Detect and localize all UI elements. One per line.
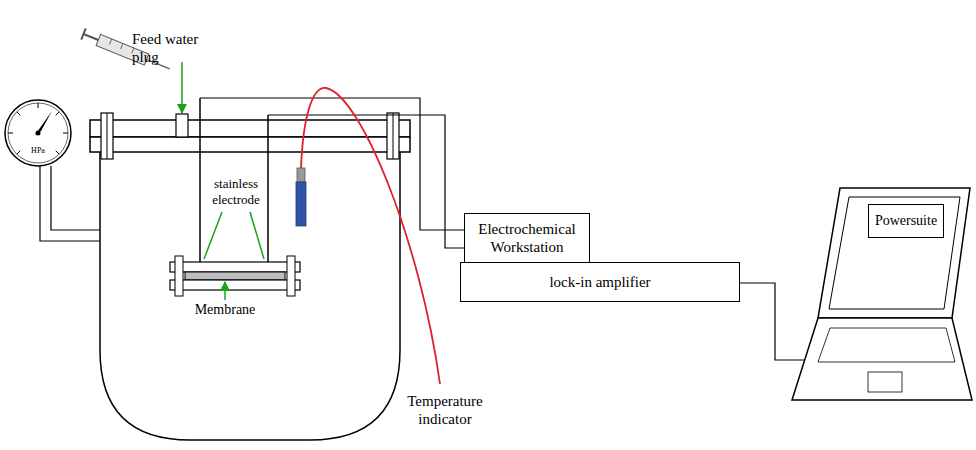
part-label: Membrane bbox=[188, 302, 262, 319]
instrument-box: Electrochemical Workstation bbox=[464, 213, 590, 263]
pressure-vessel bbox=[100, 152, 400, 440]
gauge-tick bbox=[56, 151, 60, 155]
gauge-rim bbox=[8, 103, 68, 163]
electrode-rod bbox=[199, 98, 201, 262]
laptop bbox=[792, 188, 972, 400]
screen-window: Powersuite bbox=[868, 204, 944, 238]
instrument-box: lock-in amplifier bbox=[460, 262, 740, 302]
gauge-tick bbox=[17, 151, 21, 155]
membrane-holder bbox=[170, 256, 300, 296]
holder-plate bbox=[170, 262, 300, 272]
feed-port bbox=[176, 114, 188, 137]
gauge-tick bbox=[8, 133, 13, 134]
bolt bbox=[101, 113, 399, 159]
temperature-probe bbox=[296, 182, 306, 226]
bolt bbox=[175, 256, 183, 296]
gauge-unit: HPa bbox=[24, 146, 52, 156]
data-cable bbox=[740, 283, 804, 360]
bolt bbox=[287, 256, 295, 296]
membrane bbox=[185, 272, 285, 280]
probe-cable bbox=[301, 88, 440, 384]
electrode-rod bbox=[267, 115, 269, 262]
wire bbox=[200, 98, 464, 230]
pressure-gauge bbox=[5, 100, 101, 241]
vessel-flange bbox=[90, 137, 410, 152]
pointer-arrow bbox=[224, 282, 226, 300]
laptop-base bbox=[792, 318, 972, 400]
probe-cap bbox=[297, 168, 305, 182]
node-text: Powersuite bbox=[875, 213, 937, 230]
laptop-keyboard bbox=[818, 328, 955, 362]
part-label: stainless electrode bbox=[206, 176, 266, 207]
syringe-mark bbox=[109, 39, 111, 45]
laptop-display bbox=[829, 197, 960, 309]
laptop-screen bbox=[818, 188, 970, 318]
gauge-pipe bbox=[51, 166, 101, 230]
node-text: Electrochemical Workstation bbox=[469, 220, 585, 256]
syringe-mark bbox=[121, 43, 123, 49]
pointer-arrow bbox=[181, 62, 183, 113]
syringe-plunger bbox=[83, 34, 98, 40]
gauge-tick bbox=[38, 103, 39, 108]
leader-line bbox=[250, 212, 264, 259]
gauge-pivot bbox=[36, 131, 41, 136]
bolt-thread bbox=[393, 113, 394, 159]
holder-plate bbox=[170, 280, 300, 290]
gauge-pipe bbox=[40, 166, 101, 241]
gauge-tick bbox=[17, 112, 21, 116]
part-label: Temperature indicator bbox=[395, 392, 495, 428]
gauge-tick bbox=[63, 133, 68, 134]
syringe-plunger bbox=[81, 28, 85, 39]
leader-line bbox=[204, 212, 222, 259]
part-label: Feed water plug bbox=[132, 30, 212, 66]
gauge-dial bbox=[5, 100, 71, 166]
bolt-thread bbox=[107, 113, 108, 159]
gauge-needle bbox=[35, 111, 52, 135]
gauge-tick bbox=[56, 112, 60, 116]
bolt bbox=[101, 113, 113, 159]
node-text: lock-in amplifier bbox=[549, 273, 650, 291]
laptop-touchpad bbox=[868, 372, 902, 392]
bolt bbox=[387, 113, 399, 159]
